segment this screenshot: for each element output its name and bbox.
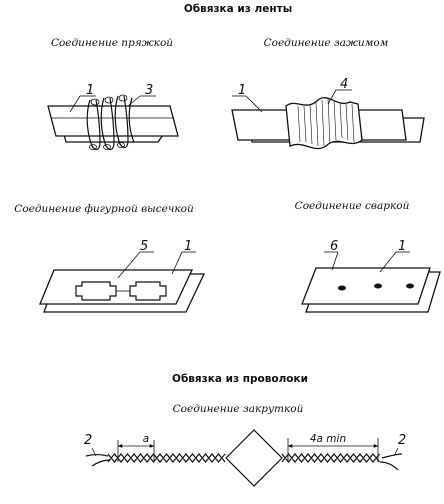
punch-caption: Соединение фигурной высечкой xyxy=(14,203,194,215)
buckle-joint: Соединение пряжкой 1 3 xyxy=(47,37,179,151)
weld-caption: Соединение сваркой xyxy=(295,200,410,212)
tape-title: Обвязка из ленты xyxy=(184,3,292,15)
buckle-label-3: 3 xyxy=(145,83,153,98)
weld-spots xyxy=(338,283,414,291)
weld-label-6: 6 xyxy=(330,239,338,254)
weld-upper-strip xyxy=(301,267,431,305)
twist-label-right: 2 xyxy=(398,433,406,448)
buckle-label-1: 1 xyxy=(86,83,94,98)
clamp-label-4: 4 xyxy=(340,77,348,92)
punch-figure-right xyxy=(129,281,167,301)
dim-a-label: a xyxy=(143,433,149,445)
punch-figure-left xyxy=(75,281,117,301)
weld-label-1: 1 xyxy=(398,239,406,254)
buckle-coil xyxy=(86,94,135,151)
wire-title: Обвязка из проволоки xyxy=(172,373,308,385)
clamp-joint: Соединение зажимом 1 4 xyxy=(231,37,425,150)
twist-caption: Соединение закруткой xyxy=(173,403,304,415)
twist-right xyxy=(281,453,380,463)
weld-joint: Соединение сваркой 6 1 xyxy=(295,200,441,313)
punch-label-5: 5 xyxy=(140,239,148,254)
twist-label-left: 2 xyxy=(84,433,92,448)
twist-joint: a 4a min 2 2 xyxy=(84,429,406,487)
clamp-label-1: 1 xyxy=(238,83,246,98)
dim-4a-label: 4a min xyxy=(310,433,346,445)
twist-loop xyxy=(225,429,283,487)
twist-left xyxy=(107,453,226,463)
clamp-caption: Соединение зажимом xyxy=(264,37,389,49)
punch-joint: Соединение фигурной высечкой 5 1 xyxy=(14,203,206,313)
clamp-hatching xyxy=(297,97,355,147)
punch-label-1: 1 xyxy=(184,239,192,254)
buckle-caption: Соединение пряжкой xyxy=(51,37,173,49)
